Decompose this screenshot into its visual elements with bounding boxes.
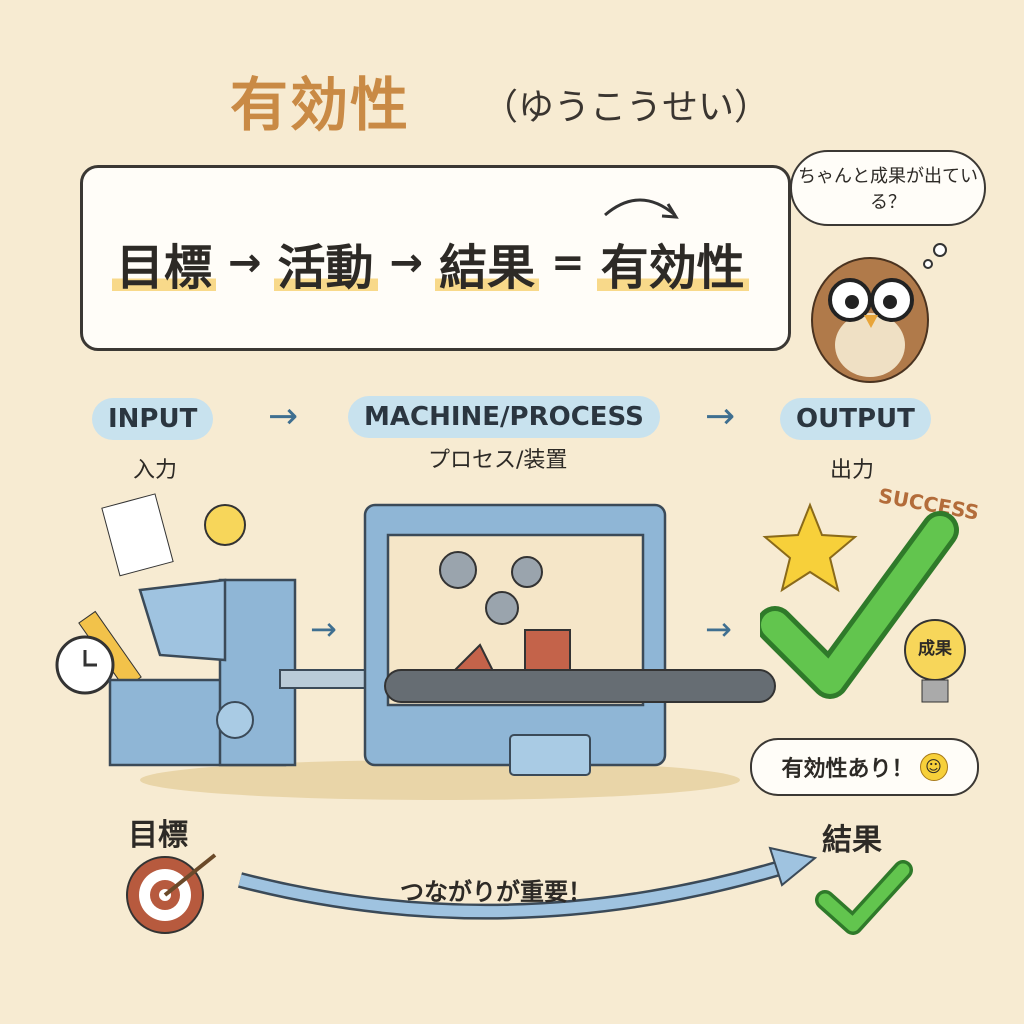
lightbulb-icon <box>204 504 246 546</box>
gear-icon <box>485 591 519 625</box>
formula-term-effectiveness: 有効性 <box>596 228 749 298</box>
gear-icon <box>439 551 477 589</box>
big-checkmark-icon <box>761 516 954 694</box>
formula: 目標 → 活動 → 結果 = 有効性 <box>112 228 749 298</box>
goal-label: 目標 <box>128 818 188 853</box>
flow-arrow-in: → <box>310 610 337 648</box>
input-label: INPUT <box>92 398 214 440</box>
output-icons <box>760 502 966 703</box>
process-label: MACHINE/PROCESS <box>348 396 660 438</box>
document-icon <box>101 493 174 577</box>
flow-arrow-2: → <box>705 396 736 437</box>
owl-speech-bubble: ちゃんと成果が出ている？ <box>790 150 986 226</box>
target-icon <box>126 853 217 934</box>
star-icon <box>762 502 858 593</box>
title-reading: （ゆうこうせい） <box>482 87 771 128</box>
connection-arrow <box>237 846 818 920</box>
output-sublabel: 出力 <box>830 458 875 483</box>
result-bubble-text: 有効性あり！ <box>781 757 914 782</box>
smile-icon: ☺ <box>919 753 948 781</box>
flow-arrow-1: → <box>268 396 299 437</box>
flow-arrow-out: → <box>705 610 732 648</box>
result-label: 結果 <box>822 823 882 858</box>
small-checkmark-icon <box>815 860 913 935</box>
gear-icon <box>511 556 543 588</box>
formula-term-goal: 目標 <box>112 228 217 298</box>
machine-illustration: → → <box>55 493 776 800</box>
formula-arrow: → <box>389 240 424 286</box>
result-bubble: 有効性あり！ ☺ <box>750 738 979 796</box>
formula-equals: = <box>551 240 585 286</box>
formula-term-activity: 活動 <box>273 228 378 298</box>
conveyor-belt <box>384 669 776 703</box>
process-sublabel: プロセス/装置 <box>428 448 568 473</box>
formula-arrow: → <box>228 240 262 286</box>
bulb-text: 成果 <box>918 639 952 659</box>
curved-arrow-icon <box>604 198 679 219</box>
formula-term-result: 結果 <box>435 228 540 298</box>
page-title: 有効性 <box>230 71 411 139</box>
owl-icon <box>811 243 947 383</box>
output-label: OUTPUT <box>780 398 931 440</box>
connection-text: つながりが重要！ <box>400 878 592 906</box>
input-sublabel: 入力 <box>133 458 178 483</box>
